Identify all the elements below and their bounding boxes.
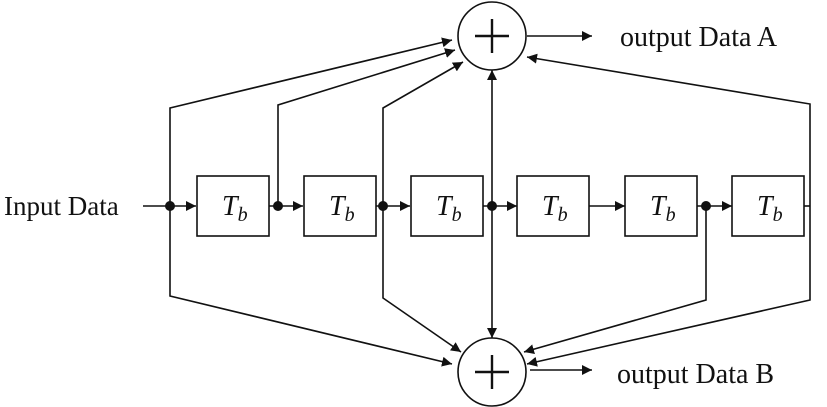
output-a-label: output Data A: [620, 22, 778, 53]
tap-6-to-adder-b: [526, 206, 811, 367]
delay-box-3: [410, 175, 484, 237]
junction-input: [165, 201, 175, 211]
delay-label-2: Tb: [329, 191, 355, 226]
delay-box-1: [196, 175, 270, 237]
tap-2-to-adder-b: [382, 206, 462, 353]
junction-5: [701, 201, 711, 211]
output-b-label: output Data B: [617, 359, 774, 390]
input-label: Input Data: [4, 191, 119, 221]
junction-1: [273, 201, 283, 211]
delay-label-4: Tb: [542, 191, 568, 226]
junction-3: [487, 201, 497, 211]
delay-box-2: [303, 175, 377, 237]
adder-a: [457, 1, 527, 71]
delay-label-5: Tb: [650, 191, 676, 226]
adder-b: [457, 337, 527, 407]
delay-label-3: Tb: [436, 191, 462, 226]
delay-label-6: Tb: [757, 191, 783, 226]
junction-2: [378, 201, 388, 211]
tap-2-to-adder-a: [382, 61, 464, 206]
delay-box-4: [516, 175, 590, 237]
tap-input-to-adder-b: [169, 206, 453, 367]
delay-box-5: [624, 175, 698, 237]
tap-5-to-adder-b: [523, 206, 707, 355]
tap-1-to-adder-a: [277, 48, 456, 206]
tap-input-to-adder-a: [169, 37, 453, 206]
tap-6-to-adder-a: [526, 53, 811, 206]
delay-label-1: Tb: [222, 191, 248, 226]
delay-box-6: [731, 175, 805, 237]
